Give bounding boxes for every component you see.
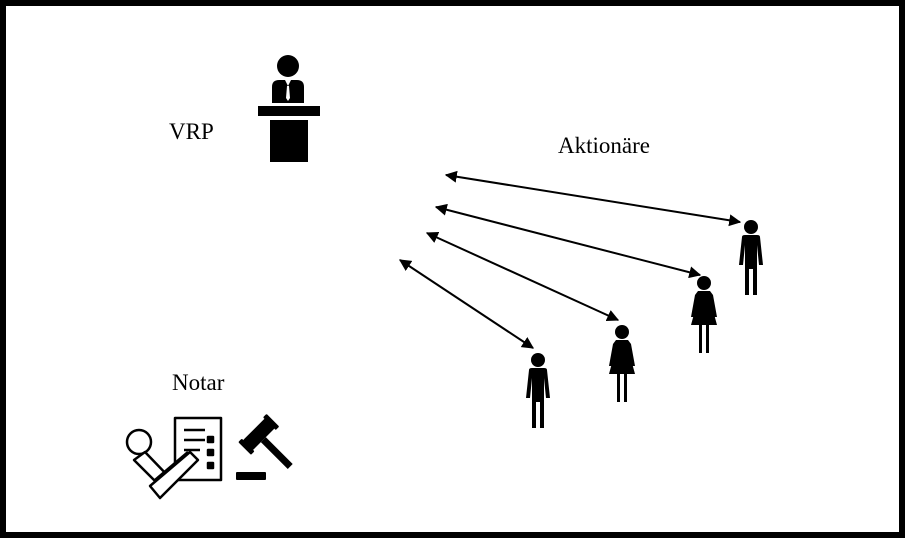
stamp-and-document-icon xyxy=(125,416,223,500)
diagram-graphics xyxy=(125,55,763,500)
arrow-shareholder-1 xyxy=(398,259,535,349)
notary-label: Notar xyxy=(172,370,225,395)
arrow-shareholder-3 xyxy=(434,203,702,279)
man-icon xyxy=(526,353,550,428)
woman-icon xyxy=(691,276,717,353)
vrp-label: VRP xyxy=(169,119,214,144)
shareholders-label: Aktionäre xyxy=(558,133,650,158)
woman-icon xyxy=(609,325,635,402)
communication-arrows xyxy=(398,170,742,349)
speaker-at-podium-icon xyxy=(258,55,320,162)
man-icon xyxy=(739,220,763,295)
arrow-shareholder-4 xyxy=(444,170,742,227)
gavel-icon xyxy=(236,414,293,480)
